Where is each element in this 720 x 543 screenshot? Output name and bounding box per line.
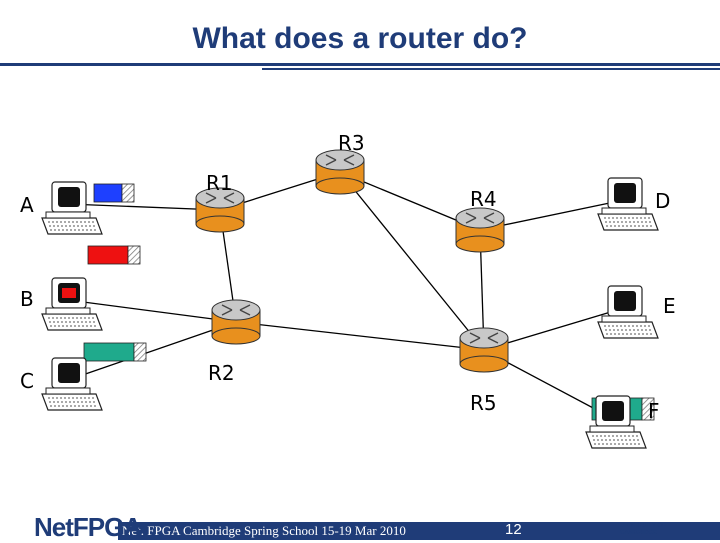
host-label-d: D xyxy=(655,189,670,213)
packet-1 xyxy=(93,183,135,203)
link-B-R2 xyxy=(67,299,237,323)
host-computer-b xyxy=(41,277,103,331)
cambridge-logo-line1: UNIVERSITY OF xyxy=(620,523,666,529)
packets-layer xyxy=(83,183,655,421)
host-label-f: F xyxy=(648,399,660,423)
host-label-a: A xyxy=(20,193,34,217)
router-label-r1: R1 xyxy=(206,171,233,195)
router-label-r5: R5 xyxy=(470,391,497,415)
router-label-r4: R4 xyxy=(470,187,497,211)
title-divider-secondary xyxy=(262,68,720,70)
footer-event-text: Net. FPGA Cambridge Spring School 15-19 … xyxy=(122,523,406,538)
title-divider xyxy=(0,63,720,66)
cambridge-logo: UNIVERSITY OF CAMBRIDGE xyxy=(620,523,666,537)
host-label-b: B xyxy=(20,287,34,311)
links-layer xyxy=(67,171,625,419)
host-computer-c xyxy=(41,357,103,411)
router-r3 xyxy=(315,149,365,195)
host-label-c: C xyxy=(20,369,34,393)
host-label-e: E xyxy=(663,294,676,318)
footer-bar xyxy=(118,522,720,540)
packet-3 xyxy=(83,342,147,362)
router-r4 xyxy=(455,207,505,253)
host-computer-e xyxy=(597,285,659,339)
page-number: 12 xyxy=(505,521,522,538)
router-r2 xyxy=(211,299,261,345)
link-R3-R5 xyxy=(339,171,485,351)
link-A-R1 xyxy=(67,203,221,211)
link-C-R2 xyxy=(67,321,237,381)
router-label-r2: R2 xyxy=(208,361,235,385)
link-R2-R5 xyxy=(235,321,485,351)
router-r5 xyxy=(459,327,509,373)
packet-2 xyxy=(87,245,141,265)
netfpga-logo: NetFPGA xyxy=(34,512,142,542)
cambridge-logo-line2: CAMBRIDGE xyxy=(620,530,657,536)
slide-title: What does a router do? xyxy=(192,22,528,55)
router-label-r3: R3 xyxy=(338,131,365,155)
host-computer-a xyxy=(41,181,103,235)
